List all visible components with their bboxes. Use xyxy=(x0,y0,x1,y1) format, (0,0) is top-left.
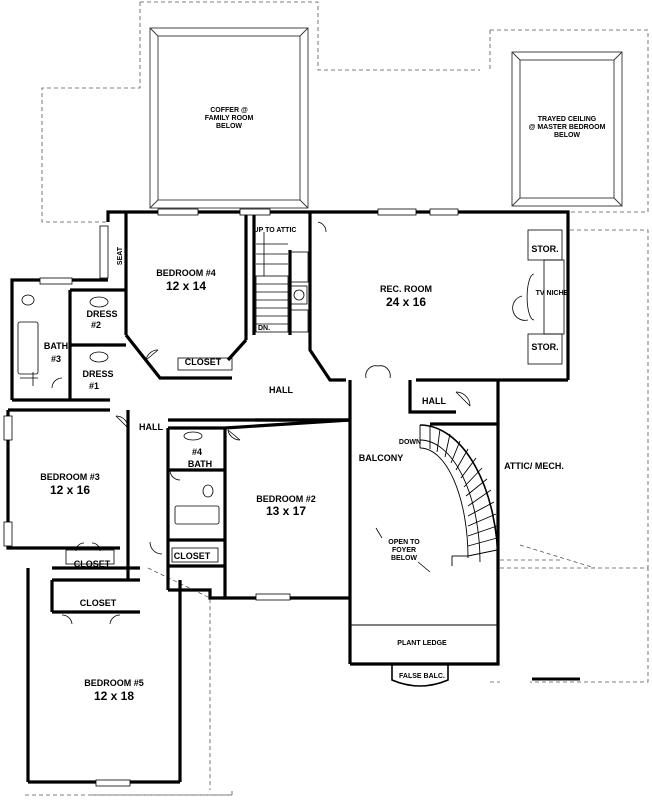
stor-top-label: STOR. xyxy=(531,244,558,254)
closet-b4-label: CLOSET xyxy=(185,357,222,367)
bath4-name: BATH xyxy=(188,459,212,469)
false-balc-label: FALSE BALC. xyxy=(399,673,445,680)
bedroom4-name: BEDROOM #4 xyxy=(156,268,216,278)
hall-left-label: HALL xyxy=(139,422,163,432)
bedroom5-size: 12 x 18 xyxy=(94,689,134,703)
open-to-foyer-line1: OPEN TO xyxy=(388,539,420,546)
bedroom2-size: 13 x 17 xyxy=(266,504,306,518)
coffer-label-line2: FAMILY ROOM xyxy=(205,115,254,122)
bath3-num: #3 xyxy=(51,354,61,364)
balcony-label: BALCONY xyxy=(359,453,404,463)
closet-b5-label: CLOSET xyxy=(80,598,117,608)
attic-mech-label: ATTIC/ MECH. xyxy=(504,461,564,471)
bedroom3-name: BEDROOM #3 xyxy=(40,472,100,482)
coffer-label-line3: BELOW xyxy=(216,123,242,130)
rec-room-name: REC. ROOM xyxy=(380,284,432,294)
bedroom5-name: BEDROOM #5 xyxy=(84,678,144,688)
closet-b3-label: CLOSET xyxy=(74,559,111,569)
coffer-label-line1: COFFER @ xyxy=(210,107,248,114)
open-to-foyer-line2: FOYER xyxy=(392,547,416,554)
door-swings xyxy=(51,221,535,625)
bedroom3-size: 12 x 16 xyxy=(50,483,90,497)
rec-room-size: 24 x 16 xyxy=(386,295,426,309)
bath3-name: BATH xyxy=(44,341,68,351)
hall-right-label: HALL xyxy=(422,396,446,406)
up-to-attic-label: UP TO ATTIC xyxy=(254,227,297,234)
false-balcony-outline xyxy=(391,664,449,687)
tv-niche-label: TV NICHE xyxy=(536,290,569,297)
windows xyxy=(3,208,459,787)
bedroom4-size: 12 x 14 xyxy=(166,279,206,293)
open-to-foyer-arrows xyxy=(375,527,431,573)
trayed-label-line1: TRAYED CEILING xyxy=(538,116,597,123)
straight-stairs xyxy=(255,232,289,333)
stor-bottom-label: STOR. xyxy=(531,342,558,352)
trayed-ceiling xyxy=(511,51,623,207)
fixtures xyxy=(17,229,565,565)
dress1-name: DRESS xyxy=(82,369,113,379)
trayed-label-line2: @ MASTER BEDROOM xyxy=(529,124,606,131)
dashed-outlines xyxy=(25,1,649,796)
coffer-ceiling xyxy=(149,27,309,209)
bath4-num: #4 xyxy=(192,447,202,457)
curved-staircase xyxy=(419,424,499,566)
open-to-foyer-line3: BELOW xyxy=(391,555,417,562)
dress1-num: #1 xyxy=(89,381,99,391)
dress2-name: DRESS xyxy=(86,309,117,319)
dn-label: DN. xyxy=(258,325,270,332)
extra-walls xyxy=(168,418,350,600)
hall-center-label: HALL xyxy=(269,385,293,395)
bedroom2-name: BEDROOM #2 xyxy=(256,494,316,504)
plant-ledge-label: PLANT LEDGE xyxy=(397,640,447,647)
down-label: DOWN xyxy=(399,439,421,446)
trayed-label-line3: BELOW xyxy=(554,132,580,139)
closet-b2-label: CLOSET xyxy=(174,551,211,561)
seat-label: SEAT xyxy=(117,246,124,265)
dress2-num: #2 xyxy=(91,320,101,330)
